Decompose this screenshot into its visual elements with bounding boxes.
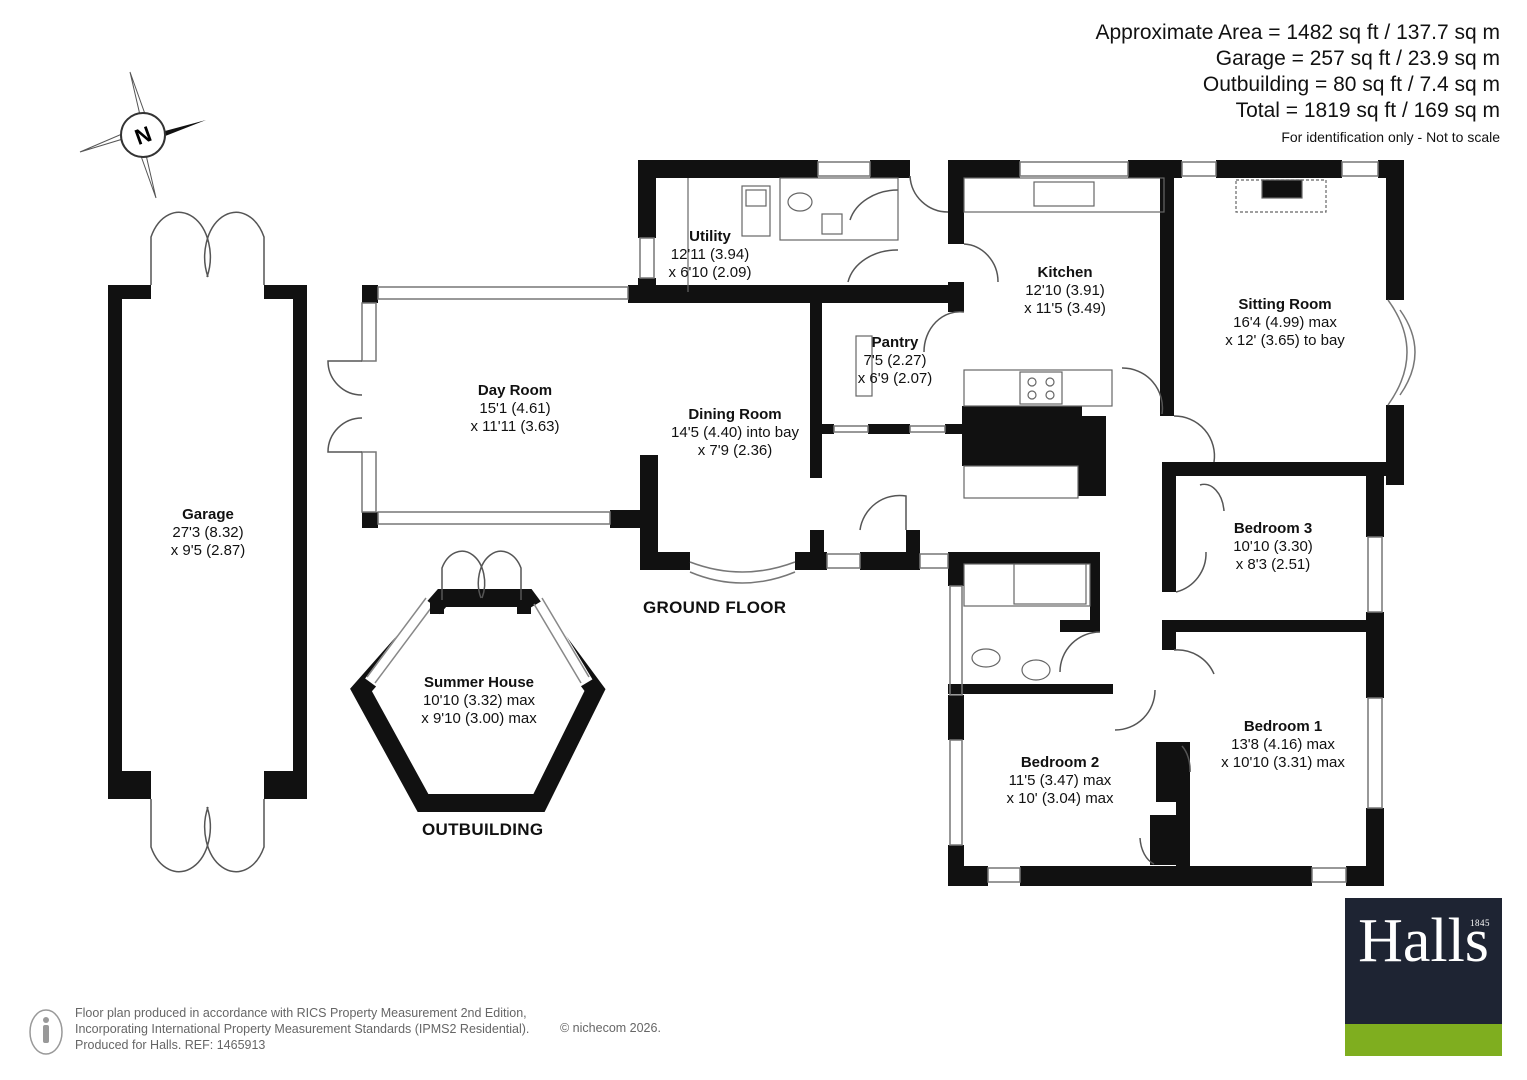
room-kitchen: Kitchen 12'10 (3.91) x 11'5 (3.49)	[1000, 264, 1130, 318]
outbuilding-label: OUTBUILDING	[422, 820, 544, 839]
doors	[327, 175, 1225, 865]
room-dining-room: Dining Room 14'5 (4.40) into bay x 7'9 (…	[650, 406, 820, 460]
room-bedroom-2: Bedroom 2 11'5 (3.47) max x 10' (3.04) m…	[980, 754, 1140, 808]
room-name: Sitting Room	[1238, 296, 1332, 313]
footer-line: Floor plan produced in accordance with R…	[75, 1006, 527, 1020]
room-name: Kitchen	[1037, 264, 1093, 281]
room-dim: x 6'10 (2.09)	[668, 264, 752, 281]
room-dim: 12'11 (3.94)	[670, 246, 750, 263]
room-dim: 13'8 (4.16) max	[1231, 736, 1335, 753]
room-dim: x 7'9 (2.36)	[697, 442, 773, 459]
room-name: Utility	[689, 228, 731, 245]
room-dim: x 10'10 (3.31) max	[1221, 754, 1345, 771]
room-dim: x 8'3 (2.51)	[1235, 556, 1311, 573]
room-dim: 11'5 (3.47) max	[1008, 772, 1112, 789]
total-area: Total = 1819 sq ft / 169 sq m	[1235, 99, 1500, 122]
garage-area: Garage = 257 sq ft / 23.9 sq m	[1215, 47, 1500, 70]
room-utility: Utility 12'11 (3.94) x 6'10 (2.09)	[660, 228, 760, 282]
room-day-room: Day Room 15'1 (4.61) x 11'11 (3.63)	[430, 382, 600, 436]
approximate-area: Approximate Area = 1482 sq ft / 137.7 sq…	[1095, 21, 1501, 44]
windows	[361, 161, 1416, 883]
room-name: Bedroom 3	[1233, 520, 1313, 537]
footer-notes: Floor plan produced in accordance with R…	[75, 1005, 529, 1053]
room-dim: 10'10 (3.30)	[1233, 538, 1313, 555]
room-sitting-room: Sitting Room 16'4 (4.99) max x 12' (3.65…	[1200, 296, 1370, 350]
copyright: © nichecom 2026.	[560, 1021, 661, 1035]
halls-logo: 1845 Halls	[1345, 898, 1502, 1056]
room-dim: 10'10 (3.32) max	[422, 692, 536, 709]
logo-text: Halls	[1358, 907, 1489, 975]
logo-accent-bar	[1345, 1024, 1502, 1056]
compass-icon: N	[79, 71, 206, 199]
room-dim: 7'5 (2.27)	[863, 352, 927, 369]
room-name: Bedroom 1	[1243, 718, 1323, 735]
room-dim: 27'3 (8.32)	[172, 524, 244, 541]
house-walls	[362, 160, 1404, 886]
footer-line: Produced for Halls. REF: 1465913	[75, 1038, 266, 1052]
room-name: Garage	[182, 506, 234, 523]
footer-line: Incorporating International Property Mea…	[75, 1022, 530, 1036]
room-bedroom-3: Bedroom 3 10'10 (3.30) x 8'3 (2.51)	[1198, 520, 1348, 574]
room-dim: x 11'5 (3.49)	[1024, 300, 1106, 317]
room-name: Summer House	[423, 674, 535, 691]
room-name: Day Room	[477, 382, 553, 399]
room-dim: 12'10 (3.91)	[1025, 282, 1105, 299]
room-summer-house: Summer House 10'10 (3.32) max x 9'10 (3.…	[396, 674, 562, 728]
room-name: Dining Room	[688, 406, 782, 423]
room-dim: x 9'5 (2.87)	[170, 542, 246, 559]
logo-year: 1845	[1470, 918, 1490, 928]
ground-floor-label: GROUND FLOOR	[643, 598, 787, 617]
garage-walls	[108, 211, 307, 873]
room-name: Bedroom 2	[1020, 754, 1100, 771]
room-dim: x 10' (3.04) max	[1006, 790, 1114, 807]
room-name: Pantry	[871, 334, 919, 351]
summer-house-walls	[350, 550, 606, 812]
room-dim: 14'5 (4.40) into bay	[671, 424, 799, 441]
room-bedroom-1: Bedroom 1 13'8 (4.16) max x 10'10 (3.31)…	[1200, 718, 1366, 772]
room-garage: Garage 27'3 (8.32) x 9'5 (2.87)	[140, 506, 276, 560]
room-dim: x 12' (3.65) to bay	[1225, 332, 1345, 349]
area-summary: Approximate Area = 1482 sq ft / 137.7 sq…	[1096, 20, 1501, 148]
room-dim: x 11'11 (3.63)	[470, 418, 560, 435]
person-icon	[29, 1009, 63, 1055]
room-dim: x 9'10 (3.00) max	[421, 710, 537, 727]
room-dim: 15'1 (4.61)	[479, 400, 551, 417]
scale-note: For identification only - Not to scale	[1281, 129, 1500, 145]
room-dim: x 6'9 (2.07)	[857, 370, 933, 387]
room-dim: 16'4 (4.99) max	[1233, 314, 1337, 331]
fixtures	[687, 177, 1327, 681]
outbuilding-area: Outbuilding = 80 sq ft / 7.4 sq m	[1202, 73, 1500, 96]
room-pantry: Pantry 7'5 (2.27) x 6'9 (2.07)	[845, 334, 945, 388]
